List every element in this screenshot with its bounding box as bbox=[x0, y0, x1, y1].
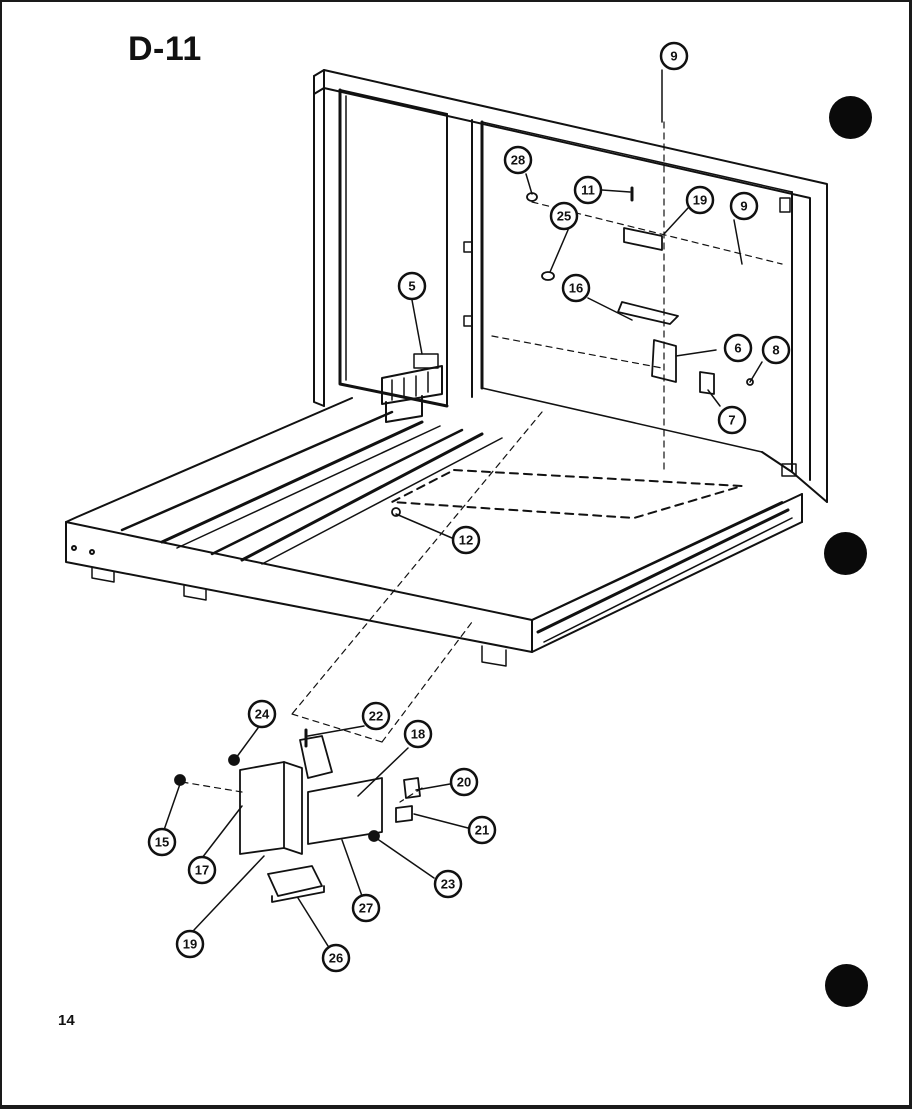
callout-circle bbox=[247, 699, 277, 729]
callout-circle bbox=[573, 175, 603, 205]
binder-hole bbox=[825, 964, 868, 1007]
callout-number: 23 bbox=[441, 877, 455, 892]
callout-circle bbox=[729, 191, 759, 221]
callout-c16: 16 bbox=[561, 273, 591, 303]
callout-c24: 24 bbox=[247, 699, 277, 729]
callout-circle bbox=[403, 719, 433, 749]
callout-c12: 12 bbox=[451, 525, 481, 555]
callout-circle bbox=[351, 893, 381, 923]
callout-number: 12 bbox=[459, 533, 473, 548]
callout-c8: 8 bbox=[761, 335, 791, 365]
callout-c6: 6 bbox=[723, 333, 753, 363]
binder-hole bbox=[824, 532, 867, 575]
callout-number: 17 bbox=[195, 863, 209, 878]
callout-circle bbox=[449, 767, 479, 797]
callout-c5: 5 bbox=[397, 271, 427, 301]
callout-number: 28 bbox=[511, 153, 525, 168]
callout-circle bbox=[503, 145, 533, 175]
callout-c26: 26 bbox=[321, 943, 351, 973]
callout-c9-top: 9 bbox=[659, 41, 689, 71]
callout-c11: 11 bbox=[573, 175, 603, 205]
callout-circle bbox=[685, 185, 715, 215]
callout-c15: 15 bbox=[147, 827, 177, 857]
callout-circle bbox=[549, 201, 579, 231]
callout-c18: 18 bbox=[403, 719, 433, 749]
callout-circle bbox=[451, 525, 481, 555]
callout-number: 6 bbox=[734, 341, 741, 356]
callout-c19-top: 19 bbox=[685, 185, 715, 215]
callout-number: 27 bbox=[359, 901, 373, 916]
callout-c28: 28 bbox=[503, 145, 533, 175]
callout-circle bbox=[321, 943, 351, 973]
callout-number: 19 bbox=[693, 193, 707, 208]
callout-circle bbox=[561, 273, 591, 303]
callout-number: 11 bbox=[581, 183, 595, 198]
callout-number: 16 bbox=[569, 281, 583, 296]
callout-c7: 7 bbox=[717, 405, 747, 435]
page-number: 14 bbox=[58, 1012, 75, 1029]
callout-number: 9 bbox=[670, 49, 677, 64]
callout-c19-bottom: 19 bbox=[175, 929, 205, 959]
callout-c23: 23 bbox=[433, 869, 463, 899]
callout-c17: 17 bbox=[187, 855, 217, 885]
callout-number: 9 bbox=[740, 199, 747, 214]
base-tray bbox=[65, 397, 803, 667]
callout-circle bbox=[397, 271, 427, 301]
callout-circle bbox=[717, 405, 747, 435]
callout-circle bbox=[467, 815, 497, 845]
callout-number: 20 bbox=[457, 775, 471, 790]
callout-number: 25 bbox=[557, 209, 571, 224]
callout-circle bbox=[175, 929, 205, 959]
callout-circle bbox=[187, 855, 217, 885]
page-code: D-11 bbox=[128, 30, 202, 68]
callout-number: 8 bbox=[772, 343, 779, 358]
callout-number: 5 bbox=[408, 279, 415, 294]
callout-c21: 21 bbox=[467, 815, 497, 845]
tray-cutout-outline bbox=[391, 469, 743, 519]
callout-number: 24 bbox=[255, 707, 270, 722]
callout-c27: 27 bbox=[351, 893, 381, 923]
callout-number: 15 bbox=[155, 835, 169, 850]
callout-circle bbox=[723, 333, 753, 363]
binder-hole bbox=[829, 96, 872, 139]
callout-c25: 25 bbox=[549, 201, 579, 231]
callout-leaders bbox=[163, 69, 763, 947]
callout-circle bbox=[147, 827, 177, 857]
callout-circle bbox=[433, 869, 463, 899]
callout-c20: 20 bbox=[449, 767, 479, 797]
callout-number: 22 bbox=[369, 709, 383, 724]
callout-number: 7 bbox=[728, 413, 735, 428]
callout-number: 26 bbox=[329, 951, 343, 966]
callout-c22: 22 bbox=[361, 701, 391, 731]
callout-circle bbox=[659, 41, 689, 71]
callout-c9-right: 9 bbox=[729, 191, 759, 221]
rear-frame-panel bbox=[313, 69, 828, 503]
callout-number: 18 bbox=[411, 727, 425, 742]
callout-circle bbox=[761, 335, 791, 365]
hinge-bracket-assembly bbox=[381, 353, 443, 423]
callout-circles: 9 28 11 19 9 25 16 5 6 8 7 12 24 22 18 20 21 15 17 23 27 19 26 bbox=[147, 41, 791, 973]
panel-mounted-parts bbox=[391, 186, 754, 517]
callout-number: 21 bbox=[475, 823, 489, 838]
callout-circle bbox=[361, 701, 391, 731]
callout-number: 19 bbox=[183, 937, 197, 952]
